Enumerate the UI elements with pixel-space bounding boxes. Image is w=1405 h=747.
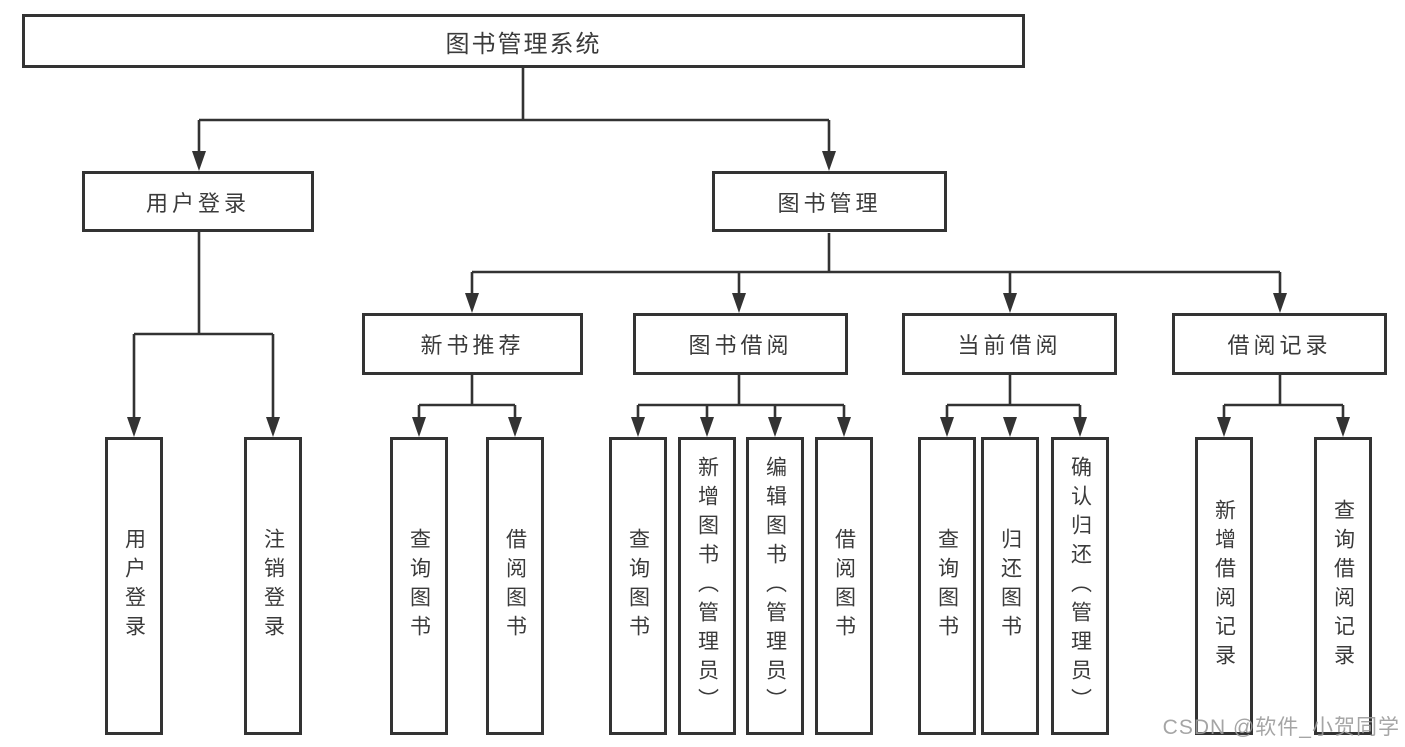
node-borrow-records: 借阅记录	[1172, 313, 1387, 375]
leaf-cb-query-books: 查询图书	[918, 437, 976, 735]
leaf-user-login: 用户登录	[105, 437, 163, 735]
leaf-cb-confirm-return-admin: 确认归还（管理员）	[1051, 437, 1109, 735]
node-book-management: 图书管理	[712, 171, 947, 232]
node-new-book-recommend: 新书推荐	[362, 313, 583, 375]
node-current-borrowing: 当前借阅	[902, 313, 1117, 375]
leaf-nb-query-books: 查询图书	[390, 437, 448, 735]
node-book-borrowing: 图书借阅	[633, 313, 848, 375]
leaf-cb-return-books: 归还图书	[981, 437, 1039, 735]
node-root: 图书管理系统	[22, 14, 1025, 68]
leaf-bb-borrow-books: 借阅图书	[815, 437, 873, 735]
leaf-bb-edit-books-admin: 编辑图书（管理员）	[746, 437, 804, 735]
watermark: CSDN @软件_小贺同学	[1162, 716, 1400, 739]
leaf-bb-add-books-admin: 新增图书（管理员）	[678, 437, 736, 735]
leaf-logout: 注销登录	[244, 437, 302, 735]
leaf-br-add-record: 新增借阅记录	[1195, 437, 1253, 735]
leaf-br-query-record: 查询借阅记录	[1314, 437, 1372, 735]
leaf-bb-query-books: 查询图书	[609, 437, 667, 735]
node-user-login: 用户登录	[82, 171, 314, 232]
leaf-nb-borrow-books: 借阅图书	[486, 437, 544, 735]
